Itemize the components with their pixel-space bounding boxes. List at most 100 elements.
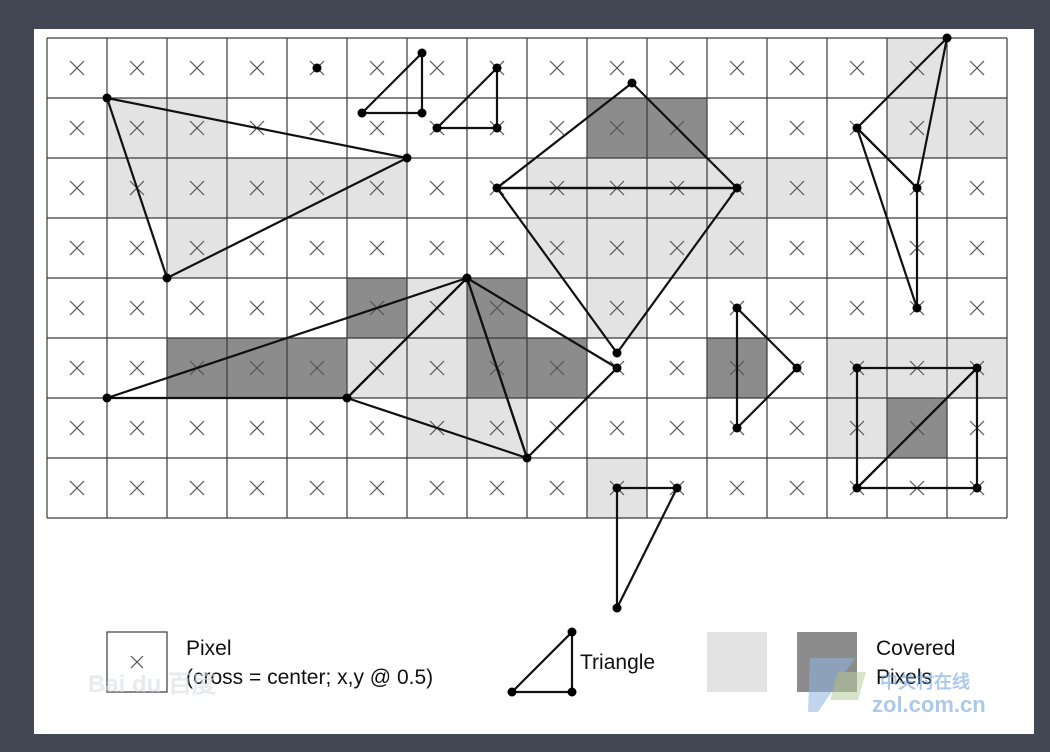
vertex-dot bbox=[417, 48, 427, 58]
pixel-center-cross bbox=[849, 300, 865, 316]
pixel-center-cross bbox=[789, 180, 805, 196]
legend-triangle-icon bbox=[507, 627, 577, 697]
pixel-center-cross bbox=[909, 120, 925, 136]
pixel-center-cross bbox=[129, 420, 145, 436]
vertex-dot bbox=[357, 108, 367, 118]
pixel-center-cross bbox=[549, 480, 565, 496]
triangle-small-b bbox=[435, 66, 499, 130]
triangle-thin-right bbox=[855, 126, 919, 310]
pixel-center-cross bbox=[669, 240, 685, 256]
pixel-center-cross bbox=[729, 240, 745, 256]
pixel-center-cross bbox=[609, 240, 625, 256]
pixel-center-cross bbox=[789, 420, 805, 436]
pixel-center-cross bbox=[129, 360, 145, 376]
pixel-center-cross bbox=[129, 60, 145, 76]
legend: Pixel (cross = center; x,y @ 0.5) Triang… bbox=[106, 627, 955, 697]
pixel-center-cross bbox=[549, 240, 565, 256]
vertex-dot bbox=[912, 183, 922, 193]
pixel-center-cross bbox=[69, 300, 85, 316]
pixel-center-cross bbox=[369, 420, 385, 436]
legend-pixel-label: Pixel bbox=[186, 637, 232, 660]
triangle-small-a bbox=[360, 51, 424, 115]
pixel-center-cross bbox=[729, 480, 745, 496]
vertex-dot bbox=[432, 123, 442, 133]
pixel-center-cross bbox=[669, 420, 685, 436]
vertex-dot bbox=[942, 33, 952, 43]
pixel-center-cross bbox=[549, 300, 565, 316]
pixel-center-cross bbox=[129, 480, 145, 496]
zol-watermark-top: 中关村在线 bbox=[880, 671, 970, 692]
pixel-center-cross bbox=[489, 240, 505, 256]
triangle-square-lower bbox=[855, 366, 979, 490]
pixel-center-cross bbox=[309, 480, 325, 496]
pixel-center-cross bbox=[849, 60, 865, 76]
legend-pixel-caption: (cross = center; x,y @ 0.5) bbox=[186, 666, 433, 689]
pixel-center-cross bbox=[189, 420, 205, 436]
pixel-center-cross bbox=[249, 420, 265, 436]
pixel-center-cross bbox=[309, 420, 325, 436]
zol-logo-icon bbox=[808, 658, 866, 712]
vertex-dot bbox=[792, 363, 802, 373]
pixel-center-cross bbox=[309, 300, 325, 316]
pixel-center-cross bbox=[429, 60, 445, 76]
vertex-dot bbox=[732, 423, 742, 433]
pixel-center-cross bbox=[249, 300, 265, 316]
pixel-center-cross bbox=[969, 60, 985, 76]
pixel-center-cross bbox=[69, 480, 85, 496]
pixel-center-cross bbox=[129, 300, 145, 316]
pixel-center-cross bbox=[69, 180, 85, 196]
vertex-dot bbox=[912, 303, 922, 313]
pixel-center-cross bbox=[69, 240, 85, 256]
vertex-dot bbox=[102, 93, 112, 103]
vertex-dot bbox=[492, 183, 502, 193]
pixel-center-cross bbox=[609, 60, 625, 76]
pixel-center-cross bbox=[969, 180, 985, 196]
vertex-dot bbox=[462, 273, 472, 283]
legend-pixels-label: Pixels bbox=[876, 666, 932, 689]
pixel-center-cross bbox=[309, 180, 325, 196]
pixel-center-cross bbox=[189, 120, 205, 136]
pixel-center-cross bbox=[789, 480, 805, 496]
pixel-center-cross bbox=[489, 420, 505, 436]
pixel-center-cross bbox=[309, 120, 325, 136]
pixel-center-cross bbox=[69, 120, 85, 136]
pixel-center-cross bbox=[129, 240, 145, 256]
vertex-dot bbox=[612, 348, 622, 358]
pixel-center-cross bbox=[609, 420, 625, 436]
vertex-dot bbox=[732, 183, 742, 193]
baidu-watermark: Bai du 百度 bbox=[88, 670, 217, 698]
pixel-center-cross bbox=[309, 360, 325, 376]
pixel-center-cross bbox=[249, 240, 265, 256]
vertex-dot bbox=[972, 363, 982, 373]
pixel-center-cross bbox=[789, 240, 805, 256]
pixel-center-cross bbox=[249, 180, 265, 196]
vertex-dot bbox=[732, 303, 742, 313]
pixel-center-cross bbox=[69, 420, 85, 436]
pixel-center-cross bbox=[429, 240, 445, 256]
covered-pixel-fills bbox=[107, 38, 1007, 518]
pixel-center-cross bbox=[609, 300, 625, 316]
pixel-grid bbox=[46, 37, 1008, 519]
legend-triangle-label: Triangle bbox=[580, 651, 655, 674]
pixel-center-cross bbox=[849, 180, 865, 196]
pixel-center-cross bbox=[369, 60, 385, 76]
legend-pixel-swatch bbox=[106, 631, 168, 693]
vertex-dot bbox=[522, 453, 532, 463]
pixel-center-cross bbox=[69, 60, 85, 76]
pixel-center-cross bbox=[429, 360, 445, 376]
pixel-center-cross bbox=[489, 300, 505, 316]
pixel-center-cross bbox=[669, 300, 685, 316]
pixel-center-cross bbox=[189, 180, 205, 196]
pixel-center-cross bbox=[129, 120, 145, 136]
vertex-dot bbox=[102, 393, 112, 403]
vertex-dot bbox=[612, 603, 622, 613]
vertex-dot bbox=[342, 393, 352, 403]
pixel-center-cross bbox=[189, 300, 205, 316]
triangles bbox=[105, 36, 979, 610]
vertex-dot bbox=[852, 123, 862, 133]
pixel-center-cross bbox=[549, 60, 565, 76]
triangle-diamond-bottom bbox=[495, 186, 739, 355]
vertex-dot bbox=[852, 483, 862, 493]
pixel-center-cross bbox=[549, 120, 565, 136]
